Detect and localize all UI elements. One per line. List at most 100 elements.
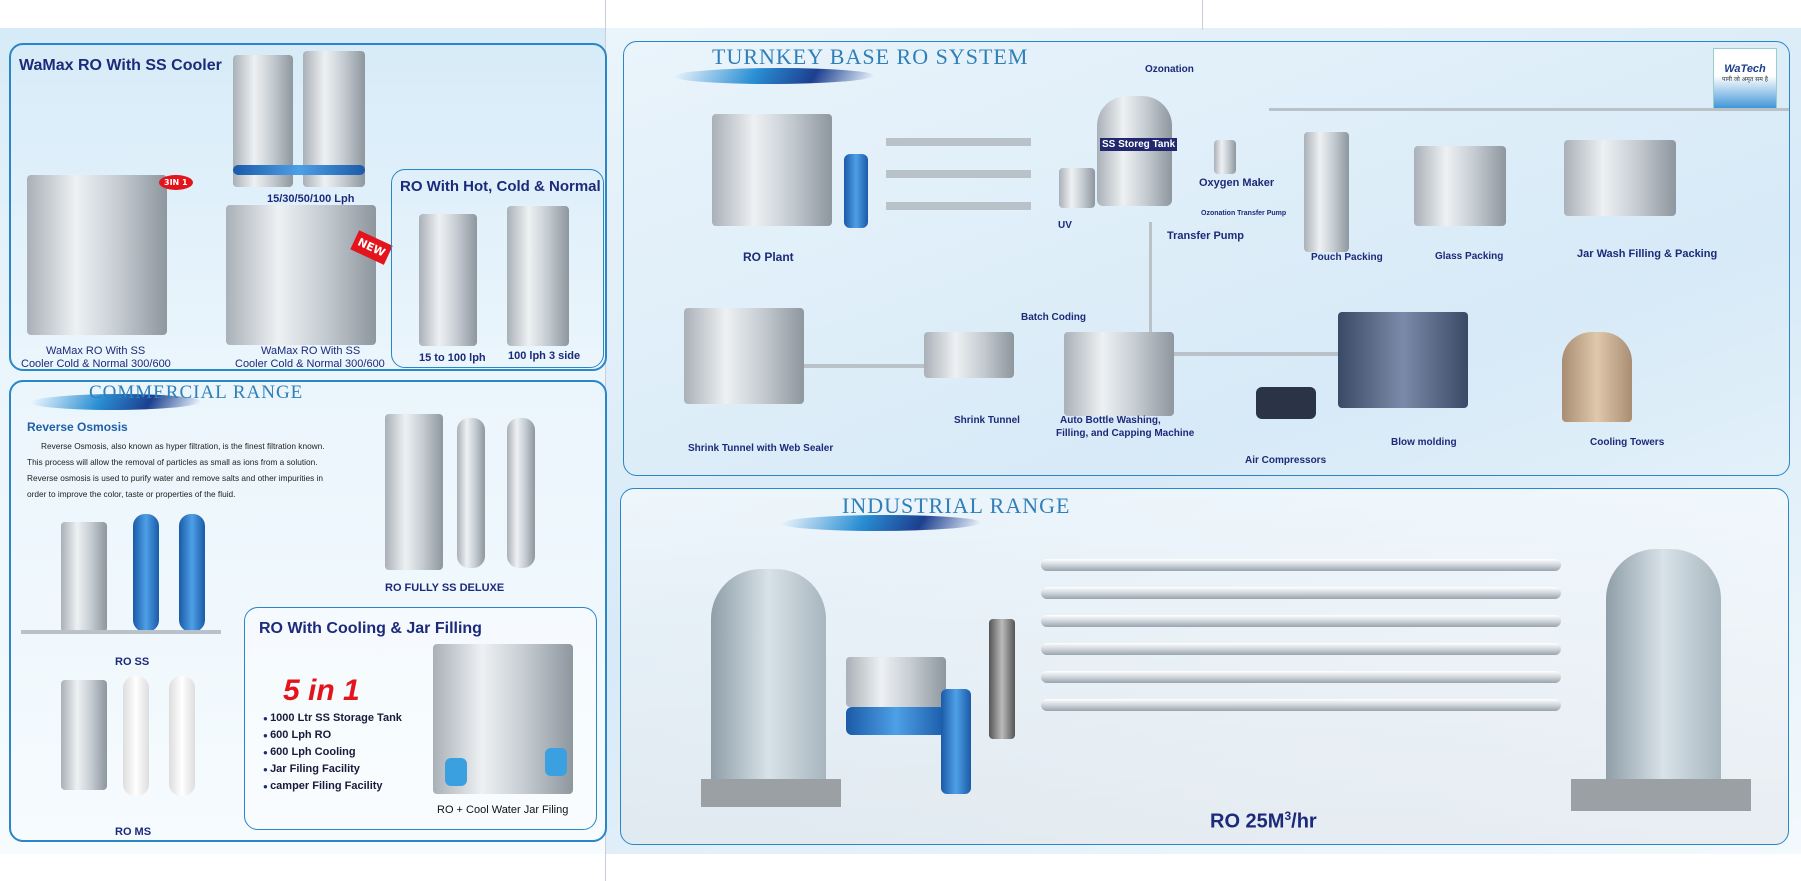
auto-bottle-image: [1064, 332, 1174, 416]
model1-line2: Cooler Cold & Normal 300/600: [21, 358, 171, 370]
jar-title: RO With Cooling & Jar Filling: [259, 620, 482, 637]
tank-label: SS Storeg Tank: [1100, 138, 1178, 151]
feature-item: 600 Lph Cooling: [263, 744, 402, 761]
membrane-tube: [1041, 643, 1561, 655]
feature-item: 600 Lph RO: [263, 727, 402, 744]
label-transfer-pump: Transfer Pump: [1167, 230, 1245, 242]
cooler-title: WaMax RO With SS Cooler: [19, 57, 222, 74]
skid-base: [1571, 779, 1751, 811]
membrane-tube: [1041, 671, 1561, 683]
cooler-3in1-image: [27, 175, 167, 335]
cartridge-filters: [846, 707, 946, 735]
ro-ms-label: RO MS: [115, 826, 152, 838]
cooling-tower-image: [1562, 332, 1632, 422]
label-blow: Blow molding: [1391, 437, 1457, 448]
pipe: [1269, 108, 1789, 111]
label-ro-plant: RO Plant: [743, 250, 794, 264]
membrane-tube: [1041, 587, 1561, 599]
label-uv: UV: [1058, 220, 1072, 231]
shrink-web-image: [684, 308, 804, 404]
hot-cold-title: RO With Hot, Cold & Normal: [400, 178, 601, 195]
operator-figure: [844, 154, 868, 228]
ro-paragraph: Reverse Osmosis, also known as hyper fil…: [27, 441, 325, 499]
membrane-rack: [886, 202, 1031, 210]
label-auto2: Filling, and Capping Machine: [1056, 428, 1195, 439]
wave-decoration: [669, 68, 879, 84]
feature-item: camper Filing Facility: [263, 778, 402, 795]
pouch-packing-image: [1304, 132, 1349, 252]
cooler-counter-image: [226, 205, 376, 345]
label-oz-pump: Ozonation Transfer Pump: [1201, 210, 1287, 217]
jar-filling-panel: RO With Cooling & Jar Filling 5 in 1 100…: [244, 607, 597, 830]
membrane-rack: [886, 138, 1031, 146]
ro-subtitle: Reverse Osmosis: [27, 420, 128, 434]
ro-ss-panel-image: [61, 522, 107, 632]
label-cooling: Cooling Towers: [1590, 437, 1665, 448]
commercial-title: COMMERCIAL RANGE: [89, 382, 304, 403]
model1-line1: WaMax RO With SS: [46, 345, 146, 357]
jar-caption: RO + Cool Water Jar Filing: [437, 804, 569, 816]
fold-line: [1202, 0, 1203, 30]
turnkey-title: TURNKEY BASE RO SYSTEM: [712, 44, 1029, 69]
commercial-panel: COMMERCIAL RANGE Reverse Osmosis Reverse…: [9, 380, 607, 842]
skid-base: [701, 779, 841, 807]
cooler-base-stripe: [233, 165, 365, 175]
hot-cold-product-image: [419, 214, 477, 346]
capacity-label: 15/30/50/100 Lph: [267, 193, 355, 205]
brand-logo: WaTech पानी जो अमृत सम है: [1713, 48, 1777, 110]
uv-image: [1059, 168, 1095, 208]
label-jar-wash: Jar Wash Filling & Packing: [1577, 248, 1718, 260]
membrane-tube: [1041, 559, 1561, 571]
ro-ss-vessel: [179, 514, 205, 632]
membrane-tube: [1041, 699, 1561, 711]
oxygen-maker-image: [1214, 140, 1236, 174]
model2-line1: WaMax RO With SS: [261, 345, 361, 357]
label-air: Air Compressors: [1245, 455, 1327, 466]
feature-item: Jar Filing Facility: [263, 761, 402, 778]
ro-plant-image: [712, 114, 832, 226]
model2-line2: Cooler Cold & Normal 300/600: [235, 358, 385, 370]
jar-wash-image: [1564, 140, 1676, 216]
five-in-one-headline: 5 in 1: [283, 674, 360, 707]
label-auto1: Auto Bottle Washing,: [1060, 415, 1161, 426]
hot-cold-product-image: [507, 206, 569, 346]
membrane-rack: [886, 170, 1031, 178]
high-pressure-pump: [989, 619, 1015, 739]
ro-deluxe-vessel: [457, 418, 485, 568]
ro-deluxe-label: RO FULLY SS DELUXE: [385, 582, 505, 594]
brand-name: WaTech: [1724, 63, 1766, 75]
cooler-panel: WaMax RO With SS Cooler 15/30/50/100 Lph…: [9, 43, 607, 371]
turnkey-panel: TURNKEY BASE RO SYSTEM WaTech पानी जो अम…: [623, 41, 1790, 476]
filter-vessel-image: [1606, 549, 1721, 789]
label-oxygen: Oxygen Maker: [1199, 177, 1275, 189]
capacity-label: RO 25M3/hr: [1210, 809, 1317, 833]
hot-cold-panel: RO With Hot, Cold & Normal 15 to 100 lph…: [391, 169, 604, 368]
feature-item: 1000 Ltr SS Storage Tank: [263, 710, 402, 727]
ro-ms-vessel: [123, 676, 149, 796]
industrial-title: INDUSTRIAL RANGE: [842, 493, 1071, 518]
ro-deluxe-image: [385, 414, 443, 570]
pipe: [1149, 222, 1152, 362]
jar-image: [445, 758, 467, 786]
jar-image: [545, 748, 567, 776]
ro-ss-vessel: [133, 514, 159, 632]
blow-molding-image: [1338, 312, 1468, 408]
conveyor: [1174, 352, 1374, 356]
conveyor: [804, 364, 924, 368]
label-pouch: Pouch Packing: [1311, 252, 1383, 263]
hot-cold-model2: 100 lph 3 side: [508, 350, 581, 362]
storage-tank-image: [1097, 96, 1172, 206]
label-glass: Glass Packing: [1435, 251, 1504, 262]
feature-list: 1000 Ltr SS Storage Tank 600 Lph RO 600 …: [263, 710, 402, 795]
brand-tagline: पानी जो अमृत सम है: [1722, 76, 1768, 83]
badge-3in1: 3IN 1: [159, 175, 193, 190]
air-compressor-image: [1256, 387, 1316, 419]
ro-ms-vessel: [169, 676, 195, 796]
ro-ss-frame: [21, 630, 221, 634]
ro-ss-label: RO SS: [115, 656, 150, 668]
control-panel-image: [846, 657, 946, 707]
membrane-tube: [1041, 615, 1561, 627]
hot-cold-model1: 15 to 100 lph: [419, 352, 486, 364]
label-shrink-web: Shrink Tunnel with Web Sealer: [688, 443, 834, 454]
operator-figure: [941, 689, 971, 794]
